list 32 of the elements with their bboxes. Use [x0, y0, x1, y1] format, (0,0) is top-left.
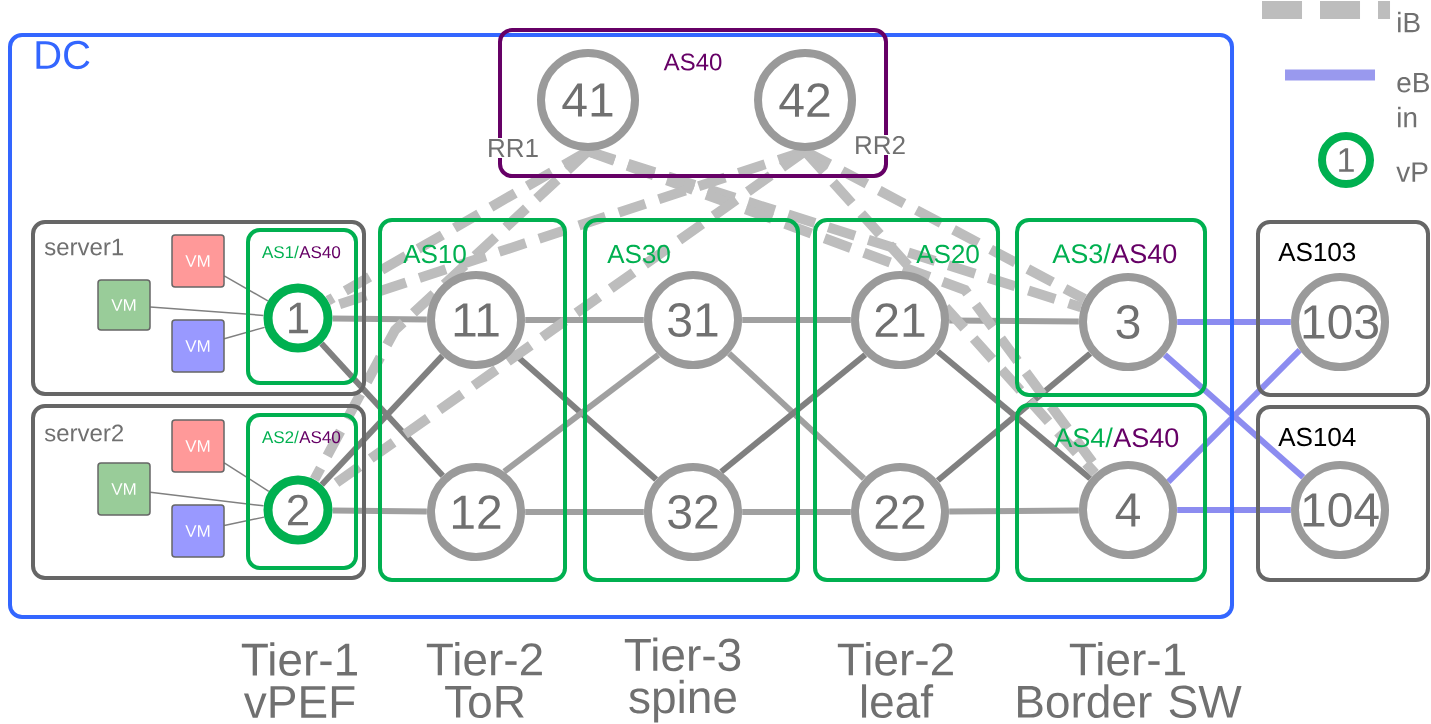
connector-line [223, 516, 265, 527]
router-caption: RR1 [486, 138, 540, 158]
connector-line [149, 491, 265, 507]
connector-line [223, 462, 270, 493]
link-line [332, 315, 427, 323]
link-line [949, 317, 1079, 325]
tier-label: Tier-2 leaf [837, 641, 953, 719]
link-line [742, 509, 851, 515]
legend-text: iB [1398, 11, 1420, 33]
legend-text: eB in [1397, 72, 1429, 128]
vm-box: VM [171, 504, 225, 558]
vm-box: VM [171, 234, 225, 288]
vm-box: VM [97, 279, 151, 331]
connector-line [149, 306, 265, 317]
tier-label: Tier-3 spine [624, 637, 741, 723]
tier-label: Tier-1 vPEF [241, 642, 357, 718]
link-line [949, 507, 1079, 515]
tier-label: Tier-1 Border SW [1018, 641, 1242, 719]
link-line [742, 317, 851, 323]
vm-box: VM [171, 419, 225, 473]
router-caption: RR2 [853, 134, 907, 156]
link-line [525, 509, 644, 515]
vm-box: VM [171, 319, 225, 373]
connector-line [223, 326, 266, 340]
legend-text: vP [1396, 162, 1428, 182]
vm-box: VM [97, 462, 151, 516]
connector-line [223, 275, 269, 302]
tier-label: Tier-2 ToR [426, 641, 542, 719]
link-line [1177, 507, 1291, 513]
link-line [1177, 319, 1291, 325]
link-line [525, 317, 644, 323]
link-line [332, 507, 427, 515]
